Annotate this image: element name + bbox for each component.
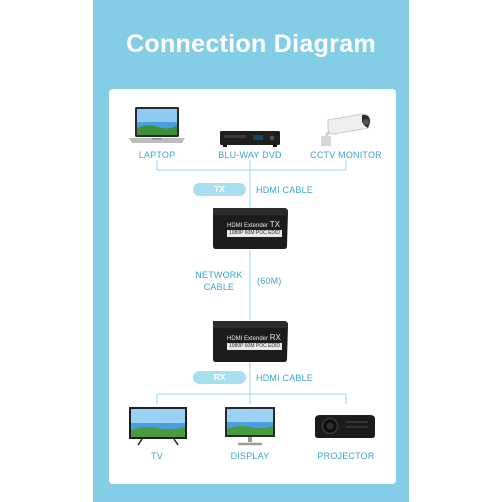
source-label-laptop: LAPTOP xyxy=(138,150,176,160)
transmitter-name: HDMI Extender xyxy=(227,223,269,229)
rx-tag: RX xyxy=(193,371,246,384)
monitor-icon xyxy=(225,407,275,446)
page-title: Connection Diagram xyxy=(126,30,376,58)
receiver-spec: 1080P 60M POC EDID xyxy=(227,343,283,350)
network-distance: (60M) xyxy=(257,276,282,286)
rx-cable-label: HDMI CABLE xyxy=(256,373,314,383)
projector-icon xyxy=(315,415,375,438)
tx-tag: TX xyxy=(193,183,246,196)
source-label-cctv: CCTV MONITOR xyxy=(310,150,382,160)
tv-icon xyxy=(129,407,187,446)
transmitter-spec: 1080P 60M POC EDID xyxy=(227,230,283,237)
laptop-icon xyxy=(129,107,185,143)
cctv-camera-icon xyxy=(321,113,371,146)
output-label-tv: TV xyxy=(151,451,163,461)
dvd-player-icon xyxy=(220,131,280,147)
transmitter-device-icon xyxy=(213,208,288,249)
tx-cable-label: HDMI CABLE xyxy=(256,185,314,195)
network-label-line1: NETWORK xyxy=(195,270,243,280)
receiver-mode: RX xyxy=(269,333,281,342)
source-label-dvd: BLU-WAY DVD xyxy=(218,150,282,160)
network-label-line2: CABLE xyxy=(203,282,235,292)
receiver-name: HDMI Extender xyxy=(227,336,269,342)
output-label-projector: PROJECTOR xyxy=(317,451,375,461)
transmitter-mode: TX xyxy=(269,220,280,229)
output-label-display: DISPLAY xyxy=(230,451,270,461)
receiver-device-icon xyxy=(213,321,288,362)
